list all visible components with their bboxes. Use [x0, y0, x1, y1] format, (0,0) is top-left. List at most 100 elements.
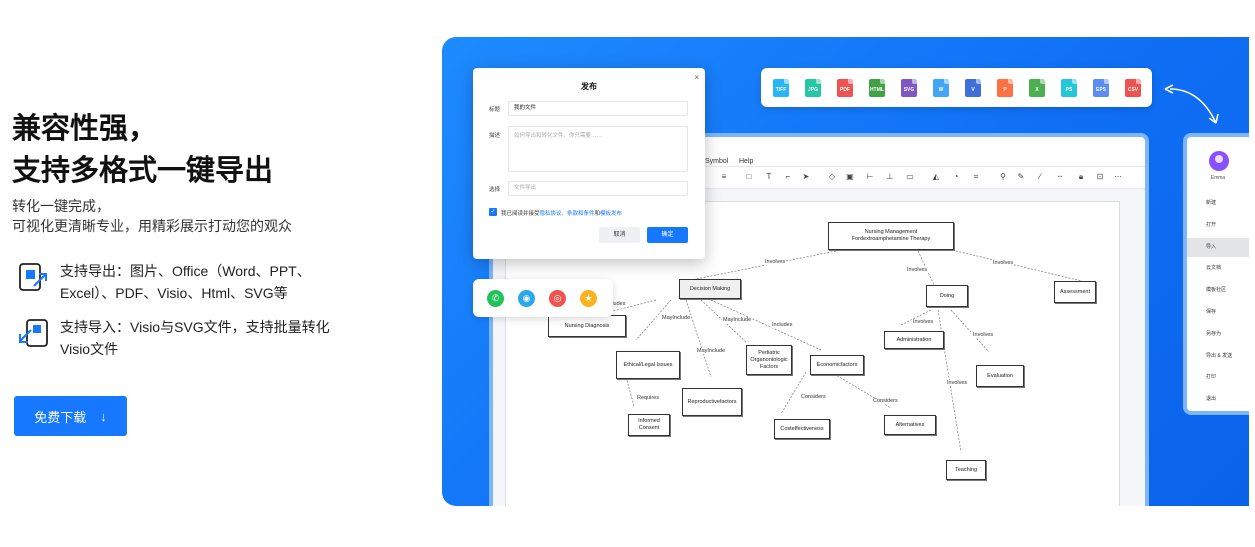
crop-icon[interactable]: ⌗: [973, 172, 979, 181]
hero-section: 兼容性强， 支持多格式一键导出 转化一键完成， 可视化更清晰专业，用精彩展示打动…: [12, 0, 432, 547]
pointer-icon[interactable]: ➤: [802, 172, 810, 181]
subtitle-line-1: 转化一键完成，: [12, 198, 110, 214]
format-pdf-icon[interactable]: PDF: [837, 79, 853, 97]
select-icon[interactable]: ⊡: [1096, 172, 1104, 181]
menu-symbol[interactable]: Symbol: [705, 158, 729, 165]
node-teaching[interactable]: Teaching: [946, 460, 986, 480]
format-tiff-icon[interactable]: TIFF: [773, 79, 789, 97]
node-reproductive-label: Reproductivefactors: [687, 398, 737, 405]
node-ethical-legal[interactable]: Ethical/Legal Issues: [616, 351, 680, 379]
feature-export-text: 支持导出：图片、Office（Word、PPT、Excel）、PDF、Visio…: [60, 263, 311, 301]
side-menu-item[interactable]: 打开: [1206, 221, 1217, 228]
node-evaluation[interactable]: Evaluation: [976, 365, 1024, 387]
format-eps-icon[interactable]: EPS: [1093, 79, 1109, 97]
side-menu-item[interactable]: 导出 & 发送: [1206, 352, 1233, 359]
edge-label-involves-2: Involves: [906, 267, 929, 273]
rectangle-icon[interactable]: □: [746, 172, 752, 181]
download-arrow-icon: ↓: [100, 408, 107, 424]
product-showcase-panel: Symbol Help ≡ □ T ⌐ ➤ ◇ ▣ ⊢ ⊥ ▭ ◭ ◔ ⌗ ⚲ …: [442, 37, 1249, 506]
format-x-icon[interactable]: X: [1029, 79, 1045, 97]
node-economic-label: Economicfactors: [816, 361, 858, 368]
fill-icon[interactable]: ◭: [932, 172, 940, 181]
side-menu-item[interactable]: 云文档: [1206, 265, 1222, 272]
side-menu-item[interactable]: 退出: [1206, 396, 1217, 403]
line-style-icon[interactable]: ┄: [1057, 172, 1063, 181]
template-publish-link[interactable]: 模板发布: [600, 211, 623, 217]
node-assessment[interactable]: Assessment: [1054, 281, 1096, 303]
privacy-terms-link[interactable]: 隐私协议、条款和条件: [539, 211, 595, 217]
side-menu-item[interactable]: 保存: [1206, 309, 1217, 315]
description-textarea[interactable]: 如何导出和转化文件、你只需要……: [508, 126, 688, 172]
side-menu-item[interactable]: 模板社区: [1206, 287, 1227, 294]
node-evaluation-label: Evaluation: [987, 372, 1013, 379]
node-administration-label: Administration: [896, 336, 932, 343]
more-icon[interactable]: ⋯: [1114, 172, 1122, 181]
qzone-icon[interactable]: ★: [580, 290, 597, 307]
editor-inner: Symbol Help ≡ □ T ⌐ ➤ ◇ ▣ ⊢ ⊥ ▭ ◭ ◔ ⌗ ⚲ …: [493, 137, 1145, 506]
flip-icon[interactable]: ⊥: [886, 172, 894, 181]
confirm-button[interactable]: 确定: [647, 227, 688, 243]
format-html-icon[interactable]: HTML: [869, 79, 885, 97]
format-ps-icon[interactable]: PS: [1061, 79, 1077, 97]
agree-text: 我已阅读并接受隐私协议、条款和条件和模板发布: [501, 209, 622, 217]
node-pediatric[interactable]: Pediatric Organontologic Factors: [746, 345, 792, 375]
node-doing-label: Doing: [939, 292, 955, 299]
text-icon[interactable]: T: [766, 172, 772, 181]
node-informed-consent[interactable]: Informed Consent: [628, 414, 670, 436]
diagram-edges: [585, 250, 1087, 453]
title-field-label: 标题: [489, 107, 501, 113]
search-icon[interactable]: ⚲: [1000, 172, 1006, 181]
node-doing[interactable]: Doing: [926, 285, 968, 307]
select-input[interactable]: 文件导出: [508, 181, 688, 196]
align-icon[interactable]: ≡: [721, 172, 727, 181]
side-menu-item[interactable]: 另存为: [1206, 330, 1222, 337]
free-download-button[interactable]: 免费下载 ↓: [14, 396, 127, 436]
side-menu-item[interactable]: 打印: [1206, 374, 1217, 381]
image-icon[interactable]: ▭: [906, 172, 914, 181]
node-administration[interactable]: Administration: [884, 331, 944, 349]
node-nursing-diagnosis[interactable]: Nursing Diagnosis: [548, 315, 626, 337]
diagram-canvas[interactable]: Nursing Management Fordextroamphetamine …: [505, 201, 1120, 506]
close-icon[interactable]: ×: [694, 73, 699, 82]
node-reproductive[interactable]: Reproductivefactors: [682, 388, 742, 416]
node-economic[interactable]: Economicfactors: [810, 355, 864, 375]
node-cost-effectiveness[interactable]: Costeffectiveness: [774, 419, 830, 439]
format-jpg-icon[interactable]: JPG: [805, 79, 821, 97]
curved-arrow-icon: [1164, 84, 1219, 124]
side-menu-item[interactable]: 导入: [1187, 237, 1249, 257]
group-icon[interactable]: ▣: [846, 172, 854, 181]
shape-icon[interactable]: ◔: [953, 172, 959, 181]
wechat-icon[interactable]: ✆: [487, 290, 504, 307]
description-field-label: 描述: [489, 133, 501, 139]
agree-checkbox[interactable]: ✓: [489, 208, 497, 216]
menu-help[interactable]: Help: [739, 158, 754, 165]
title-input[interactable]: 我的文件: [508, 101, 688, 116]
edge-label-includes-2: Includes: [771, 322, 794, 328]
user-avatar[interactable]: [1209, 151, 1229, 171]
lock-icon[interactable]: 🔒︎: [1078, 172, 1084, 181]
format-csv-icon[interactable]: CSV: [1125, 79, 1141, 97]
format-p-icon[interactable]: P: [997, 79, 1013, 97]
node-root[interactable]: Nursing Management Fordextroamphetamine …: [828, 222, 954, 250]
layers-icon[interactable]: ◇: [828, 172, 836, 181]
format-svg-icon[interactable]: SVG: [901, 79, 917, 97]
edit-icon[interactable]: ✎: [1017, 172, 1025, 181]
edge-label-involves-1: Involves: [764, 259, 787, 265]
format-v-icon[interactable]: V: [965, 79, 981, 97]
format-w-icon[interactable]: W: [933, 79, 949, 97]
node-decision-making[interactable]: Decision Making: [679, 279, 741, 299]
align-left-icon[interactable]: ⊢: [866, 172, 874, 181]
edge-label-involves-6: Involves: [946, 380, 969, 386]
side-menu-item[interactable]: 新建: [1206, 200, 1217, 206]
edge-label-involves-5: Involves: [972, 332, 995, 338]
hero-headline: 兼容性强， 支持多格式一键导出: [12, 108, 273, 192]
export-icon: [19, 263, 47, 291]
weibo-icon[interactable]: ◎: [549, 290, 566, 307]
cancel-button[interactable]: 取消: [599, 227, 640, 243]
connector-icon[interactable]: ⌐: [785, 172, 791, 181]
node-alternatives[interactable]: Alternatives: [884, 415, 936, 435]
node-decision-label: Decision Making: [689, 285, 731, 292]
dialog-title: 发布: [581, 82, 597, 91]
line-color-icon[interactable]: ∕: [1039, 172, 1041, 181]
qq-icon[interactable]: ◉: [518, 290, 535, 307]
